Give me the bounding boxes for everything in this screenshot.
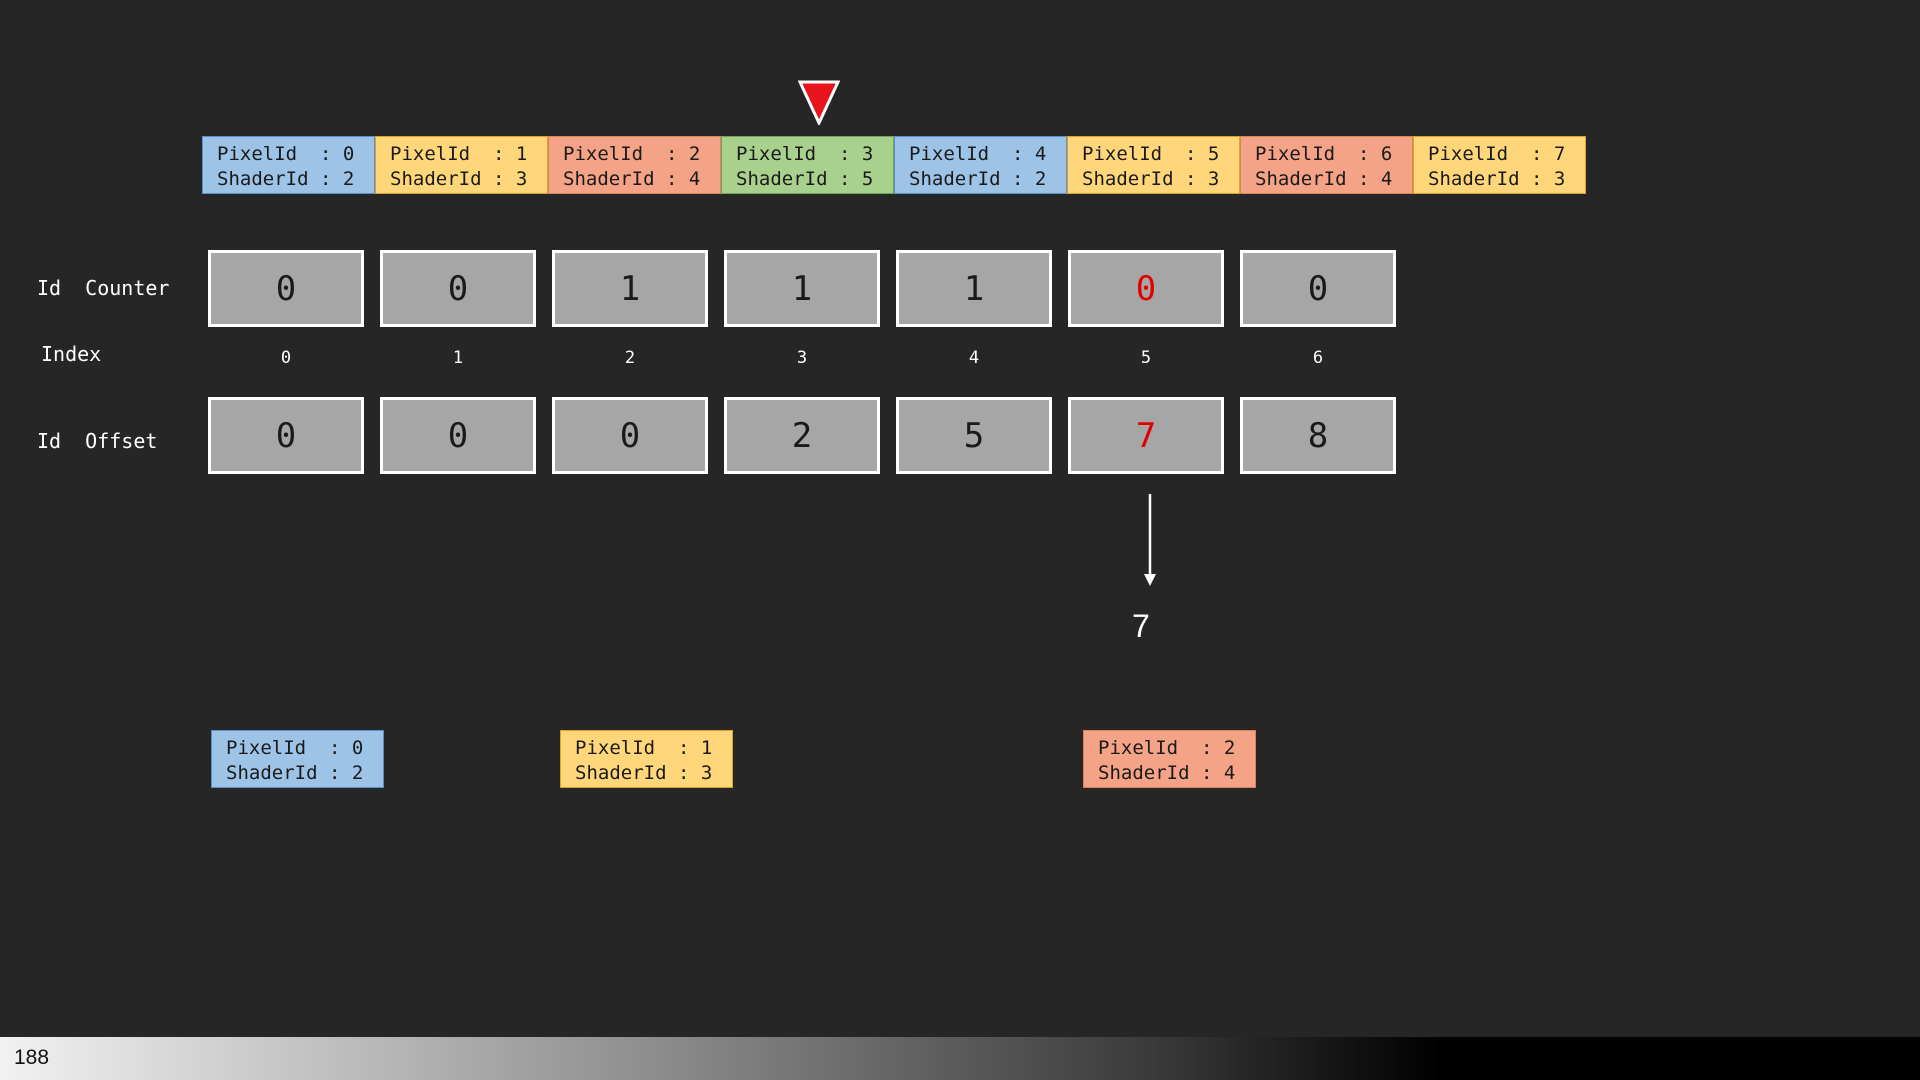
shader-id-label: ShaderId : 2 — [217, 168, 355, 190]
id-counter-label: Id Counter — [37, 276, 170, 300]
counter-cell: 1 — [724, 250, 880, 327]
pixel-id-label: PixelId : 1 — [390, 143, 528, 165]
index-label: Index — [41, 342, 102, 366]
offset-cell: 0 — [552, 397, 708, 474]
output-pixel-item: PixelId : 1 ShaderId : 3 — [560, 730, 733, 788]
shader-id-label: ShaderId : 3 — [575, 762, 713, 784]
shader-id-label: ShaderId : 2 — [909, 168, 1047, 190]
id-offset-array: 0 0 0 2 5 7 8 — [208, 397, 1396, 474]
index-value: 5 — [1140, 348, 1152, 368]
page-number: 188 — [14, 1046, 50, 1069]
result-value: 7 — [1132, 608, 1150, 644]
counter-cell: 0 — [1240, 250, 1396, 327]
pixel-id-label: PixelId : 4 — [909, 143, 1047, 165]
shader-id-label: ShaderId : 3 — [390, 168, 528, 190]
id-counter-array: 0 0 1 1 1 0 0 — [208, 250, 1396, 327]
index-value: 6 — [1312, 348, 1324, 368]
index-value: 2 — [624, 348, 636, 368]
pixel-id-label: PixelId : 3 — [736, 143, 874, 165]
index-value: 0 — [280, 348, 292, 368]
counter-cell: 0 — [380, 250, 536, 327]
pointer-triangle-icon — [798, 80, 840, 125]
pixel-item-current: PixelId : 3 ShaderId : 5 — [721, 136, 894, 194]
offset-cell: 0 — [208, 397, 364, 474]
pixel-item: PixelId : 2 ShaderId : 4 — [548, 136, 721, 194]
offset-cell: 0 — [380, 397, 536, 474]
index-list: 0 1 2 3 4 5 6 — [208, 348, 1396, 368]
pixel-id-label: PixelId : 2 — [563, 143, 701, 165]
shader-id-label: ShaderId : 4 — [1098, 762, 1236, 784]
pixel-item: PixelId : 7 ShaderId : 3 — [1413, 136, 1586, 194]
pixel-id-label: PixelId : 0 — [226, 737, 364, 759]
shader-id-label: ShaderId : 3 — [1082, 168, 1220, 190]
pixel-item: PixelId : 6 ShaderId : 4 — [1240, 136, 1413, 194]
counter-cell: 1 — [896, 250, 1052, 327]
pixel-list: PixelId : 0 ShaderId : 2 PixelId : 1 Shade… — [202, 136, 1586, 194]
pixel-id-label: PixelId : 7 — [1428, 143, 1566, 165]
pixel-item: PixelId : 5 ShaderId : 3 — [1067, 136, 1240, 194]
offset-cell: 8 — [1240, 397, 1396, 474]
counter-cell: 1 — [552, 250, 708, 327]
pixel-id-label: PixelId : 2 — [1098, 737, 1236, 759]
down-arrow-icon — [1144, 494, 1156, 586]
id-offset-label: Id Offset — [37, 429, 158, 453]
offset-cell-highlighted: 7 — [1068, 397, 1224, 474]
offset-cell: 5 — [896, 397, 1052, 474]
shader-id-label: ShaderId : 3 — [1428, 168, 1566, 190]
counter-cell: 0 — [208, 250, 364, 327]
offset-cell: 2 — [724, 397, 880, 474]
output-pixel-item: PixelId : 2 ShaderId : 4 — [1083, 730, 1256, 788]
pixel-id-label: PixelId : 5 — [1082, 143, 1220, 165]
output-pixel-item: PixelId : 0 ShaderId : 2 — [211, 730, 384, 788]
shader-id-label: ShaderId : 2 — [226, 762, 364, 784]
shader-id-label: ShaderId : 5 — [736, 168, 874, 190]
pixel-id-label: PixelId : 1 — [575, 737, 713, 759]
pixel-id-label: PixelId : 0 — [217, 143, 355, 165]
index-value: 3 — [796, 348, 808, 368]
pixel-item: PixelId : 1 ShaderId : 3 — [375, 136, 548, 194]
pixel-id-label: PixelId : 6 — [1255, 143, 1393, 165]
counter-cell-highlighted: 0 — [1068, 250, 1224, 327]
footer-bar: 188 — [0, 1037, 1920, 1080]
pixel-item: PixelId : 4 ShaderId : 2 — [894, 136, 1067, 194]
index-value: 4 — [968, 348, 980, 368]
shader-id-label: ShaderId : 4 — [1255, 168, 1393, 190]
shader-id-label: ShaderId : 4 — [563, 168, 701, 190]
pixel-item: PixelId : 0 ShaderId : 2 — [202, 136, 375, 194]
index-value: 1 — [452, 348, 464, 368]
